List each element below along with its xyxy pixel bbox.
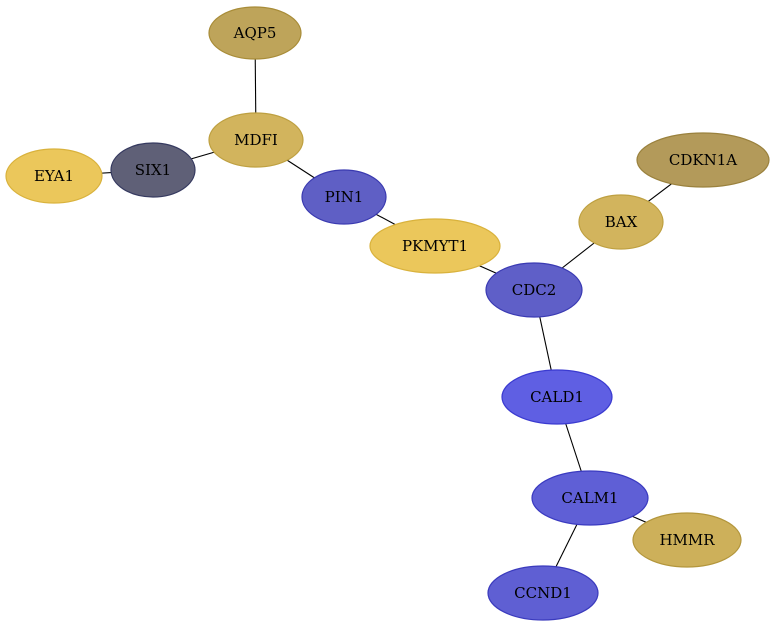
node-ellipse [301,169,387,225]
node-label: CDC2 [512,281,557,299]
node-cdc2[interactable]: CDC2 [485,262,583,318]
node-label: EYA1 [34,167,74,185]
node-label: CCND1 [514,584,572,602]
node-label: SIX1 [135,161,171,179]
node-hmmr[interactable]: HMMR [632,512,742,568]
node-label: HMMR [659,531,715,549]
node-six1[interactable]: SIX1 [110,142,196,198]
node-ellipse [578,194,664,250]
node-ellipse [369,218,501,274]
node-mdfi[interactable]: MDFI [208,112,304,168]
node-ellipse [487,565,599,621]
node-aqp5[interactable]: AQP5 [208,6,302,60]
node-ellipse [110,142,196,198]
node-ellipse [531,470,649,526]
node-ellipse [636,132,770,188]
node-ellipse [208,112,304,168]
node-bax[interactable]: BAX [578,194,664,250]
node-ccnd1[interactable]: CCND1 [487,565,599,621]
node-ellipse [485,262,583,318]
node-calm1[interactable]: CALM1 [531,470,649,526]
node-label: PKMYT1 [402,237,468,255]
node-label: CALD1 [530,388,584,406]
node-label: MDFI [234,131,278,149]
node-ellipse [208,6,302,60]
node-pkmyt1[interactable]: PKMYT1 [369,218,501,274]
node-label: CALM1 [561,489,618,507]
node-ellipse [632,512,742,568]
node-label: AQP5 [233,24,277,42]
node-cdkn1a[interactable]: CDKN1A [636,132,770,188]
node-label: CDKN1A [669,151,737,169]
node-ellipse [501,369,613,425]
node-cald1[interactable]: CALD1 [501,369,613,425]
node-label: BAX [605,213,638,231]
node-ellipse [5,148,103,204]
node-label: PIN1 [325,188,364,206]
node-eya1[interactable]: EYA1 [5,148,103,204]
node-pin1[interactable]: PIN1 [301,169,387,225]
